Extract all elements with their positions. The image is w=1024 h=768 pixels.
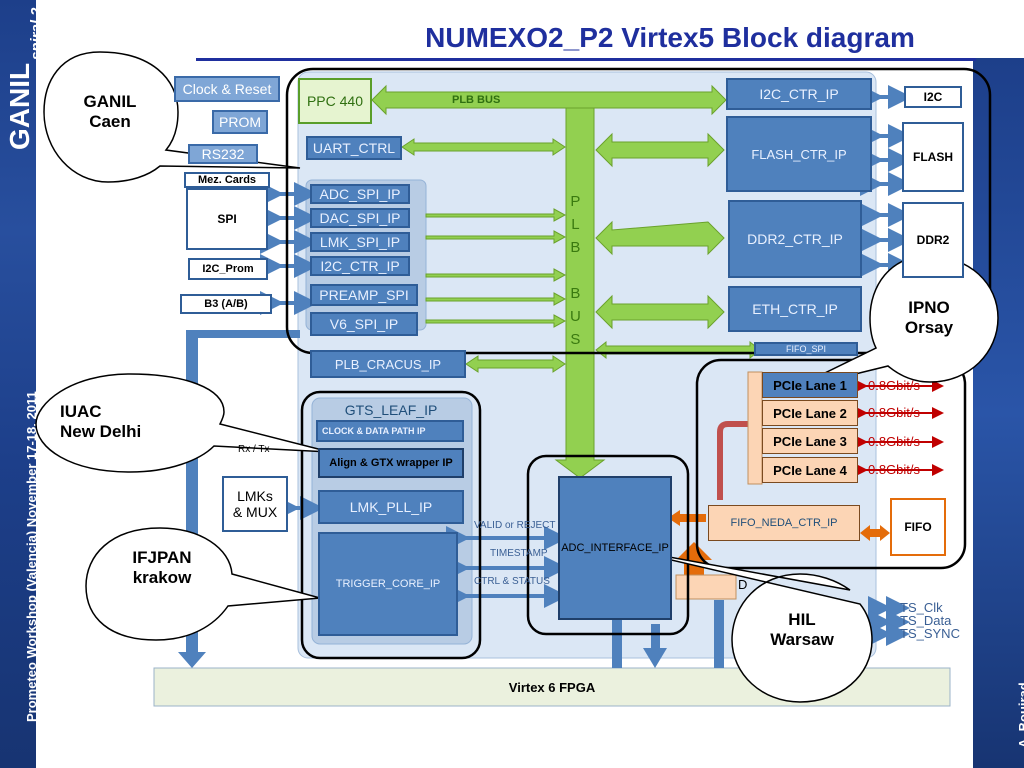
v6-spi-block: V6_SPI_IP	[310, 312, 418, 336]
i2c-ctr-right-block: I2C_CTR_IP	[726, 78, 872, 110]
callout-ganil: GANIL Caen	[83, 92, 137, 132]
callout-ifjpan: IFJPAN krakow	[132, 548, 192, 588]
external-links	[260, 85, 912, 646]
plb-cracus-block: PLB_CRACUS_IP	[310, 350, 466, 378]
uart-ctrl-block: UART_CTRL	[306, 136, 402, 160]
eth-ctr-block: ETH_CTR_IP	[728, 286, 862, 332]
d-block	[675, 574, 737, 600]
flash-ctr-block: FLASH_CTR_IP	[726, 116, 872, 192]
pcie-feed	[717, 421, 748, 500]
pcie-lane-arrows	[856, 380, 944, 476]
lane-3-rate: 0.8Gbit/s	[868, 434, 921, 449]
ddr2-chip: DDR2	[902, 202, 964, 278]
ipno-group-outline	[695, 358, 967, 570]
timestamp-label: TIMESTAMP	[490, 548, 548, 559]
ganil-group-outline	[285, 67, 992, 355]
fifo-spi-block: FIFO_SPI	[754, 342, 858, 356]
plb-bus-vertical-label: P L B B U S	[570, 193, 581, 348]
ctrl-status-label: CTRL & STATUS	[474, 576, 550, 587]
right-sidebar-band	[973, 58, 1024, 768]
lane-2-rate: 0.8Gbit/s	[868, 405, 921, 420]
plb-left-links	[401, 138, 567, 373]
plb-bus-vertical	[554, 107, 606, 479]
clock-data-path-block: CLOCK & DATA PATH IP	[316, 420, 464, 442]
align-gtx-block: Align & GTX wrapper IP	[318, 448, 464, 478]
rx-tx-label: Rx / Tx	[238, 444, 270, 455]
pcie-lane-3: PCIe Lane 3	[762, 428, 858, 454]
trigger-core-block: TRIGGER_CORE_IP	[318, 532, 458, 636]
i2c-prom-block: I2C_Prom	[188, 258, 268, 280]
pcie-lane-2: PCIe Lane 2	[762, 400, 858, 426]
dac-spi-block: DAC_SPI_IP	[310, 208, 410, 228]
lmk-pll-block: LMK_PLL_IP	[318, 490, 464, 524]
mez-cards-label: Mez. Cards	[184, 172, 270, 188]
adc-interface-block: ADC_INTERFACE_IP	[558, 476, 672, 620]
preamp-spi-block: PREAMP_SPI	[310, 284, 418, 306]
adc-spi-block: ADC_SPI_IP	[310, 184, 410, 204]
i2c-ctr-left-block: I2C_CTR_IP	[310, 256, 410, 276]
callout-bubbles	[35, 51, 999, 703]
spi-block: SPI	[186, 188, 268, 250]
plb-bus-label: PLB BUS	[452, 94, 501, 106]
valid-reject-label: VALID or REJECT	[474, 520, 556, 531]
fifo-neda-ctr-block: FIFO_NEDA_CTR_IP	[708, 505, 860, 541]
callout-ipno: IPNO Orsay	[904, 298, 954, 338]
pcie-side-bar	[747, 371, 763, 485]
lane-1-rate: 0.8Gbit/s	[868, 378, 921, 393]
pcie-lane-1: PCIe Lane 1	[762, 372, 858, 398]
fpga-feeds	[178, 330, 724, 668]
fifo-chip: FIFO	[890, 498, 946, 556]
lmks-mux-block: LMKs & MUX	[222, 476, 288, 532]
pcie-lane-4: PCIe Lane 4	[762, 457, 858, 483]
b3-block: B3 (A/B)	[180, 294, 272, 314]
gts-leaf-label: GTS_LEAF_IP	[344, 402, 438, 418]
ts-data-label: TS_Data	[900, 613, 952, 628]
slide-title: NUMEXO2_P2 Virtex5 Block diagram	[425, 22, 915, 53]
lmk-spi-block: LMK_SPI_IP	[310, 232, 410, 252]
ts-clk-label: TS_Clk	[900, 600, 943, 615]
ppc440-block: PPC 440	[298, 78, 372, 124]
title-underline	[196, 58, 976, 61]
fpga-label: Virtex 6 FPGA	[508, 679, 596, 695]
ts-sync-label: TS_SYNC	[900, 626, 960, 641]
prom-block: PROM	[212, 110, 268, 134]
ddr2-ctr-block: DDR2_CTR_IP	[728, 200, 862, 278]
left-sidebar-band	[0, 0, 36, 768]
callout-hil: HIL Warsaw	[770, 610, 834, 650]
d-block-label: D	[738, 577, 748, 592]
clock-reset-block: Clock & Reset	[174, 76, 280, 102]
callout-iuac: IUAC New Delhi	[60, 402, 142, 442]
iuac-group-outline	[300, 390, 482, 660]
rs232-block: RS232	[188, 144, 258, 164]
flash-chip: FLASH	[902, 122, 964, 192]
hil-group-outline	[526, 454, 690, 636]
i2c-chip: I2C	[904, 86, 962, 108]
lane-4-rate: 0.8Gbit/s	[868, 462, 921, 477]
